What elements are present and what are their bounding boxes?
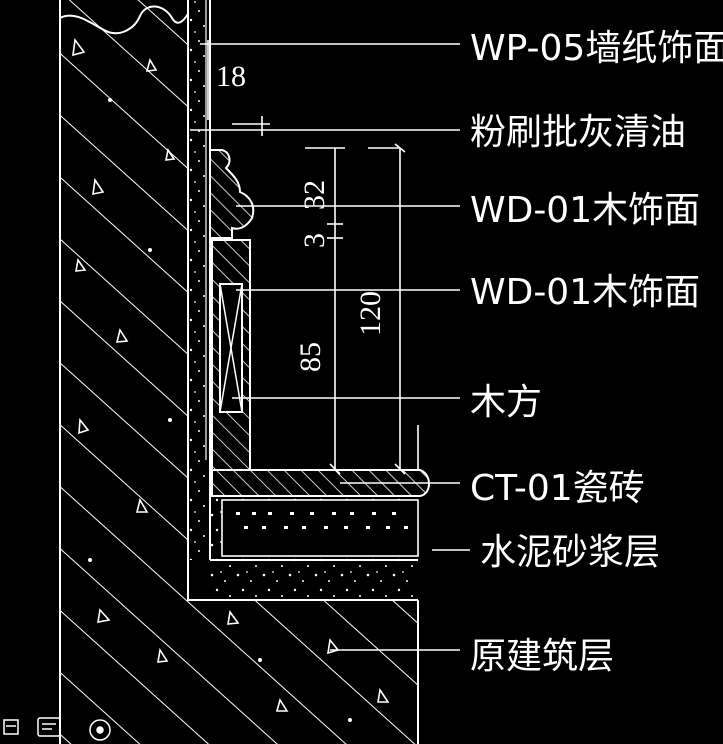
dim-wall-finish: 18 (216, 60, 246, 93)
mortar-layer (210, 496, 419, 600)
label-mortar: 水泥砂浆层 (480, 532, 660, 573)
model-tab-icon[interactable] (3, 719, 19, 735)
label-tile: CT-01瓷砖 (470, 468, 645, 509)
dim-skirting-height: 120 (354, 291, 387, 336)
dim-trim-height: 32 (298, 180, 331, 210)
structure-layer (59, 0, 419, 744)
tile-layer (211, 469, 430, 497)
label-structure: 原建筑层 (470, 636, 614, 677)
wood-trim (209, 149, 255, 239)
timber-block (219, 283, 243, 413)
label-timber: 木方 (470, 382, 542, 423)
navigation-icon[interactable] (89, 719, 111, 741)
leader-lines (190, 43, 470, 651)
layout-tab-icon[interactable] (37, 717, 61, 737)
plaster-layer (188, 0, 211, 560)
dim-trim-step: 3 (298, 233, 331, 248)
dimension-lines (207, 40, 419, 475)
break-line (59, 5, 189, 35)
dim-timber-height: 85 (294, 342, 327, 372)
label-wallpaper: WP-05墙纸饰面 (470, 28, 723, 69)
label-wood-skirting: WD-01木饰面 (470, 272, 700, 313)
label-wood-trim: WD-01木饰面 (470, 190, 700, 231)
label-putty: 粉刷批灰清油 (470, 112, 686, 153)
